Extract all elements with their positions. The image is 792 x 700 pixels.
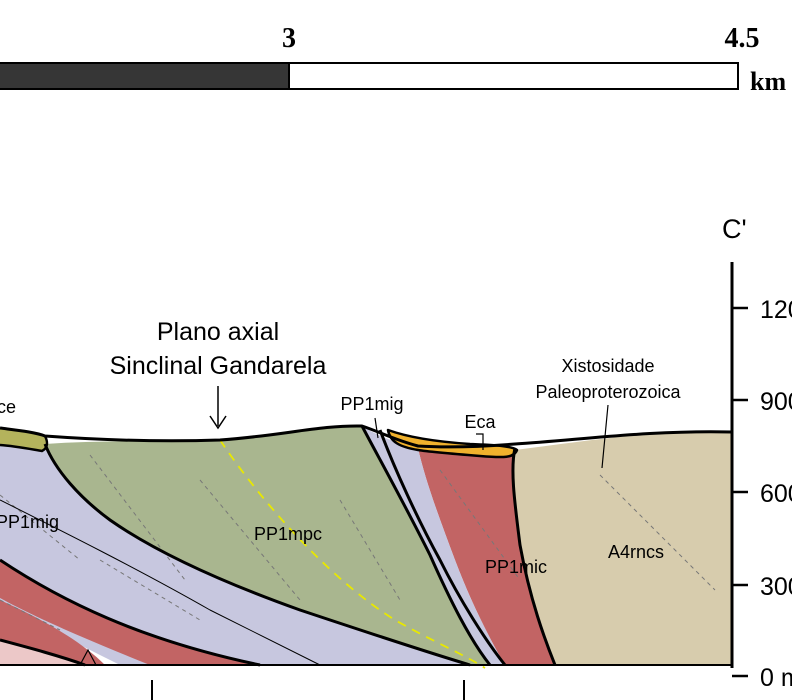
schistosity-label-line2: Paleoproterozoica [535,382,681,402]
topography [0,424,733,449]
elevation-label-0: 0 m [760,664,792,692]
scale-bar-dark-segment [0,62,290,90]
scale-bar-light-segment [288,62,739,90]
label-pp1mig-top: PP1mig [340,394,403,414]
axial-plane-label-line1: Plano axial [157,318,279,346]
label-pp1mic: PP1mic [485,557,547,577]
elevation-label-600: 600 [760,480,792,508]
label-eca: Eca [464,412,496,432]
contacts [0,424,733,667]
bottom-ticks [151,680,465,700]
annotations: Plano axial Sinclinal Gandarela Xistosid… [0,318,682,577]
unit-pp1mig-left [0,440,470,665]
foliation-line [599,474,716,591]
axial-plane-arrow-head [209,415,227,430]
internal-contact-thin [0,499,321,666]
schistosity-label-line1: Xistosidade [561,356,654,376]
unit-pp1mic-left-upper [0,560,260,665]
elevation-label-900: 900 [760,388,792,416]
label-a4rncs: A4rncs [608,542,664,562]
olive-cap-outline [0,435,49,453]
axial-plane-trace [219,439,486,669]
schistosity-leader [601,404,609,469]
scale-bar: 3 4.5 km [0,23,786,96]
label-pp1mpc: PP1mpc [254,524,322,544]
scale-tick-3: 3 [282,23,296,54]
foliation-line [89,454,186,581]
pp1mig-top-leader [374,417,379,439]
geologic-units [0,425,732,665]
contact-pp1mpc-base [43,443,471,667]
elevation-label-300: 300 [760,573,792,601]
contact-pp1mig-pp1mpc-east [360,425,492,666]
foliation-line [99,559,201,621]
contact-pp1mic-west [0,558,261,667]
foliation-line [0,599,61,631]
contact-pp1mic-a4rncs [511,447,557,666]
foliation-lines [0,454,716,631]
axial-plane-label-line2: Sinclinal Gandarela [110,352,327,380]
foliation-line [199,479,301,601]
contact-pp1mig-pp1mic-east [378,429,507,666]
unit-a4rncs [512,431,732,665]
contact-pink-west [0,638,86,667]
scale-unit: km [750,67,786,96]
unit-pp1mic-right [418,448,555,665]
eca-outline [386,428,519,459]
unit-pp1mpc [45,425,490,665]
foliation-line [0,494,81,561]
foliation-line [339,499,401,601]
label-left-cut: ce [0,397,16,417]
foliation-line [439,469,521,581]
elevation-axis: 1200 900 600 300 0 m C' [722,214,792,692]
elevation-label-1200: 1200 [760,296,792,324]
section-end-label: C' [722,214,747,244]
label-pp1mig-left: PP1mig [0,512,59,532]
eca-leader [476,433,484,450]
scale-tick-4-5: 4.5 [725,23,760,54]
